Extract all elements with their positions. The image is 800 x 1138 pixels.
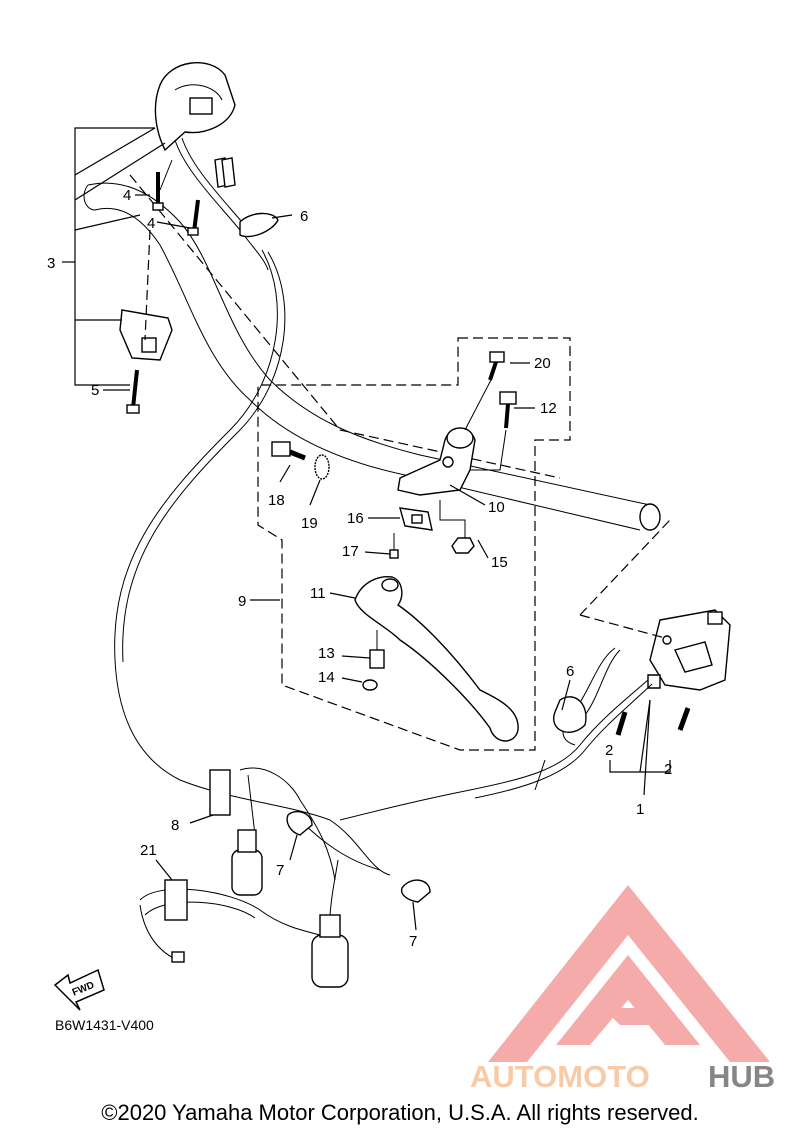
clutch-lever-11: [354, 576, 519, 742]
screw-4a: [152, 172, 164, 211]
adjuster-wheel-19: [314, 454, 330, 480]
callout-6b: 6: [566, 663, 574, 680]
part-code: B6W1431-V400: [55, 1017, 154, 1033]
callout-12: 12: [540, 400, 557, 417]
callout-7b: 7: [409, 933, 417, 950]
callout-6a: 6: [300, 208, 308, 225]
callout-21: 21: [140, 842, 157, 859]
right-switch-assembly: [579, 519, 731, 691]
callout-18: 18: [268, 492, 285, 509]
screw-4b: [187, 199, 200, 236]
switch-16: [399, 507, 433, 531]
callout-20: 20: [534, 355, 551, 372]
callout-1: 1: [636, 801, 644, 818]
copyright-notice: ©2020 Yamaha Motor Corporation, U.S.A. A…: [101, 1100, 699, 1125]
adjuster-18: [271, 441, 306, 461]
clamp-7b: [400, 879, 431, 903]
screw-2a: [615, 711, 628, 736]
callout-11: 11: [310, 585, 326, 602]
callout-16: 16: [347, 510, 364, 527]
left-switch-assembly: [119, 61, 279, 361]
clamp-7a: [286, 810, 313, 836]
callout-13: 13: [318, 645, 335, 662]
bolt-20: [464, 351, 505, 431]
callout-5: 5: [91, 382, 99, 399]
screw-2b: [677, 707, 691, 731]
callout-19: 19: [301, 515, 318, 532]
callout-7a: 7: [276, 862, 284, 879]
callout-2a: 2: [605, 742, 613, 759]
connector-left: [231, 829, 263, 896]
automotohub-logo: AUTOMOTO HUB: [470, 885, 775, 1094]
callout-2b: 2: [664, 761, 672, 778]
callout-14: 14: [318, 669, 335, 686]
callout-15: 15: [491, 554, 508, 571]
callout-3: 3: [47, 255, 55, 272]
callout-17: 17: [342, 543, 359, 560]
fwd-arrow-icon: FWD: [53, 968, 105, 1011]
rubber-cover-8: [209, 769, 231, 816]
callout-10: 10: [488, 499, 505, 516]
callout-4b: 4: [147, 215, 155, 232]
lever-bracket-10: [397, 427, 476, 496]
callout-9: 9: [238, 593, 246, 610]
watermark-text-a: AUTOMOTO: [470, 1059, 650, 1094]
handlebar: [83, 174, 661, 531]
watermark-text-b: HUB: [708, 1059, 775, 1094]
screw-17: [389, 533, 399, 559]
collar-13: [369, 630, 385, 669]
bolt-12: [460, 391, 517, 471]
callout-8: 8: [171, 817, 179, 834]
band-21: [139, 879, 321, 963]
lever-assembly-boundary: [257, 337, 571, 751]
callout-4a: 4: [123, 187, 131, 204]
connector-right: [311, 859, 349, 988]
screw-5: [126, 369, 140, 414]
nut-15: [439, 500, 475, 554]
ring-14: [362, 679, 378, 691]
